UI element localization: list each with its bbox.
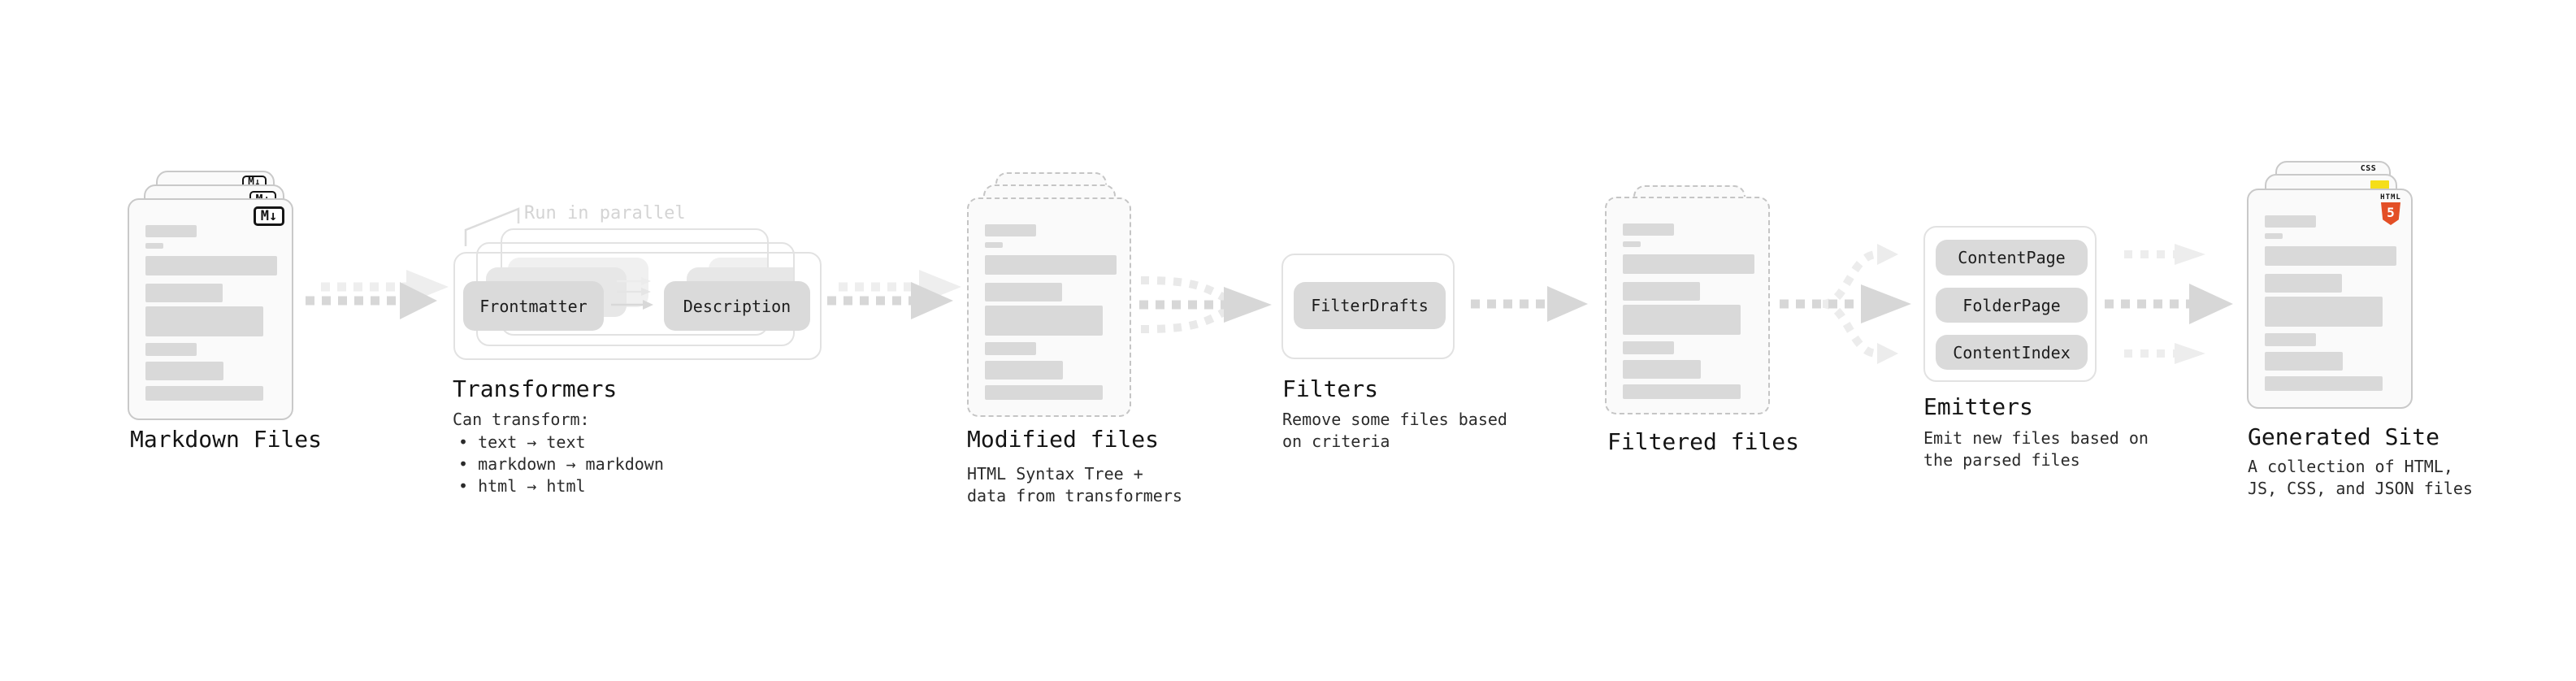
doc-content-bar xyxy=(985,306,1103,336)
doc-content-bar xyxy=(145,362,223,380)
pill-label: FilterDrafts xyxy=(1311,296,1429,315)
doc-content-bar xyxy=(1623,282,1700,301)
doc-content-bar xyxy=(985,255,1117,275)
doc-content-bar xyxy=(145,225,197,237)
doc-content-bar xyxy=(985,283,1062,301)
transformer-box-front: Frontmatter Description xyxy=(453,252,822,360)
transform-arrows-icon xyxy=(611,277,653,310)
doc-content-bar xyxy=(985,224,1036,236)
filter-pill-filterdrafts: FilterDrafts xyxy=(1294,282,1446,329)
flow-arrow-markdown-to-transformers xyxy=(306,270,449,319)
transformer-pill-description: Description xyxy=(664,281,810,331)
doc-content-bar xyxy=(985,242,1003,248)
flow-arrow-filtered-to-emitters xyxy=(1780,244,1911,364)
doc-content-bar xyxy=(1623,241,1641,247)
transform-bullet: • html → html xyxy=(458,476,586,496)
emitter-pill-folderpage: FolderPage xyxy=(1936,288,2088,323)
stage-title-modified-files: Modified files xyxy=(967,426,1160,453)
stage-subtitle-emitters: Emit new files based on the parsed files xyxy=(1923,428,2149,470)
html5-icon: HTML 5 xyxy=(2380,194,2401,225)
filters-box: FilterDrafts xyxy=(1281,254,1455,359)
stage-subtitle-generated-site: A collection of HTML, JS, CSS, and JSON … xyxy=(2248,457,2473,498)
doc-content-bar xyxy=(1623,223,1674,236)
doc-content-bar xyxy=(2265,352,2343,371)
transform-bullet: • text → text xyxy=(458,432,586,452)
css-icon-label: CSS xyxy=(2360,164,2377,173)
stage-subtitle-transformers: Can transform: xyxy=(453,410,590,429)
stage-title-filters: Filters xyxy=(1282,375,1379,402)
doc-content-bar xyxy=(985,342,1036,355)
stage-title-filtered-files: Filtered files xyxy=(1607,428,1800,455)
doc-content-bar xyxy=(145,343,197,356)
doc-content-bar xyxy=(145,256,277,275)
transform-bullet: • markdown → markdown xyxy=(458,454,664,474)
html5-icon-shield: 5 xyxy=(2381,202,2400,225)
doc-content-bar xyxy=(2265,376,2383,391)
doc-content-bar xyxy=(985,385,1103,400)
pill-label: FolderPage xyxy=(1962,295,2061,315)
stage-subtitle-modified-files: HTML Syntax Tree + data from transformer… xyxy=(967,464,1182,505)
flow-arrow-modified-to-filters xyxy=(1139,276,1272,333)
doc-content-bar xyxy=(145,284,223,302)
doc-content-bar xyxy=(985,361,1063,380)
markdown-icon: M↓ xyxy=(254,206,284,226)
stage-title-generated-site: Generated Site xyxy=(2248,423,2440,450)
doc-content-bar xyxy=(2265,274,2342,293)
doc-content-bar xyxy=(145,243,163,249)
html5-icon-label: HTML xyxy=(2380,193,2401,202)
stage-title-markdown-files: Markdown Files xyxy=(130,426,323,453)
markdown-doc-front: M↓ xyxy=(128,198,293,420)
flow-arrow-filters-to-filtered xyxy=(1471,286,1588,322)
pill-label: Frontmatter xyxy=(479,296,588,316)
doc-content-bar xyxy=(145,386,263,401)
doc-content-bar xyxy=(2265,297,2383,327)
stage-title-transformers: Transformers xyxy=(453,375,618,402)
doc-content-bar xyxy=(1623,360,1701,379)
stage-subtitle-filters: Remove some files based on criteria xyxy=(1282,410,1507,451)
transformer-pill-frontmatter: Frontmatter xyxy=(463,281,604,331)
js-icon xyxy=(2370,180,2389,190)
emitter-pill-contentindex: ContentIndex xyxy=(1936,335,2088,370)
annotation-connector-line xyxy=(464,207,520,246)
doc-content-bar xyxy=(145,306,263,336)
filtered-doc-front xyxy=(1605,197,1770,414)
site-doc-html: HTML 5 xyxy=(2247,189,2413,409)
doc-content-bar xyxy=(1623,384,1741,399)
emitter-pill-contentpage: ContentPage xyxy=(1936,240,2088,275)
flow-arrow-transformers-to-modified xyxy=(827,270,961,319)
doc-content-bar xyxy=(2265,333,2316,346)
pill-label: ContentIndex xyxy=(1953,342,2071,362)
flow-arrow-emitters-to-site xyxy=(2105,244,2233,364)
doc-content-bar xyxy=(2265,246,2396,266)
doc-content-bar xyxy=(1623,305,1741,335)
emitters-box: ContentPage FolderPage ContentIndex xyxy=(1923,226,2097,382)
pill-label: ContentPage xyxy=(1958,248,2066,267)
pill-label: Description xyxy=(683,296,791,316)
doc-content-bar xyxy=(2265,233,2283,239)
doc-content-bar xyxy=(1623,341,1674,354)
run-in-parallel-annotation: Run in parallel xyxy=(524,203,686,223)
doc-content-bar xyxy=(1623,254,1754,274)
stage-title-emitters: Emitters xyxy=(1923,393,2033,420)
doc-content-bar xyxy=(2265,215,2316,228)
modified-doc-front xyxy=(967,197,1131,417)
